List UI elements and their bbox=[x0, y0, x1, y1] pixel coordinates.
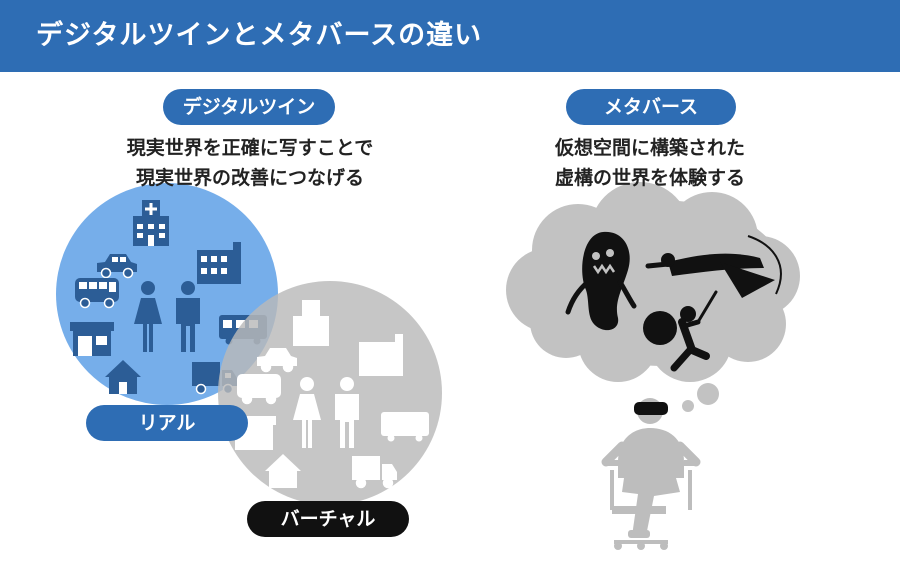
page-title: デジタルツインとメタバースの違い bbox=[36, 20, 483, 51]
warrior-icon bbox=[643, 290, 718, 372]
vr-headset-icon bbox=[634, 402, 668, 415]
virtual-label: バーチャル bbox=[247, 501, 409, 537]
monster-icon bbox=[565, 231, 637, 331]
digital-twin-label: デジタルツイン bbox=[163, 89, 335, 125]
thought-bubble-large bbox=[697, 383, 719, 405]
metaverse-description-line1: 仮想空間に構築された bbox=[554, 137, 745, 159]
digital-twin-description-line1: 現実世界を正確に写すことで bbox=[126, 137, 374, 159]
real-label: リアル bbox=[86, 405, 248, 441]
flying-hero-icon bbox=[645, 235, 782, 298]
thought-bubble-small bbox=[682, 400, 694, 412]
digital-twin-description-line2: 現実世界の改善につなげる bbox=[135, 167, 364, 189]
vr-user-figure bbox=[601, 398, 701, 550]
real-world-circle bbox=[56, 183, 278, 405]
thought-cloud bbox=[506, 182, 800, 412]
store-icon bbox=[70, 322, 114, 356]
virtual-world-circle bbox=[218, 281, 442, 505]
metaverse-description-line2: 虚構の世界を体験する bbox=[554, 167, 745, 189]
header-bar: デジタルツインとメタバースの違い bbox=[0, 0, 900, 72]
metaverse-label: メタバース bbox=[566, 89, 736, 125]
chair-icon bbox=[612, 506, 666, 514]
